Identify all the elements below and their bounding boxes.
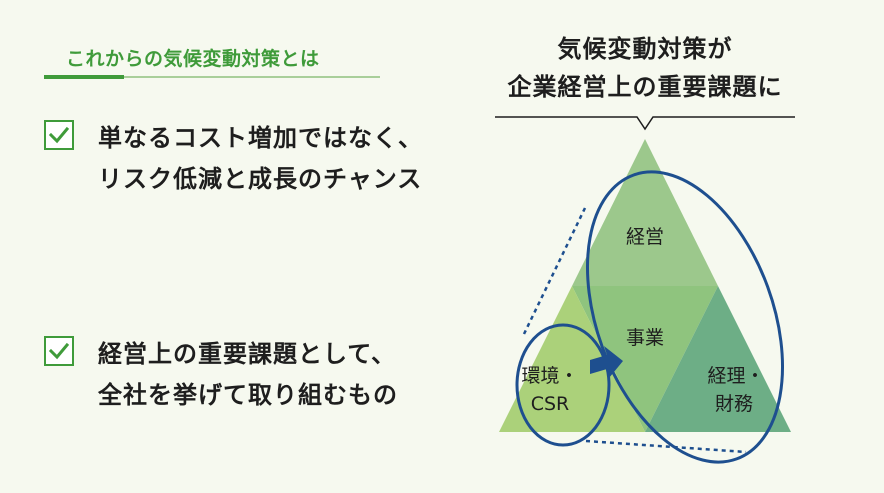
label-top: 経営 (626, 226, 664, 248)
ellipse-management (586, 170, 784, 464)
heading-underline (44, 76, 380, 78)
label-bottom-left-line1: 環境・ (521, 365, 578, 387)
label-bottom-left-line2: CSR (531, 393, 570, 415)
dashed-connector-lower (585, 439, 747, 454)
checkbox-icon (44, 120, 74, 150)
point-text: 経営上の重要課題として、 全社を挙げて取り組むもの (98, 340, 398, 409)
arrow-icon (590, 346, 623, 378)
triangle-middle (572, 286, 718, 432)
triangle-bottom-right (645, 286, 791, 432)
label-bottom-right-line2: 財務 (715, 393, 753, 415)
left-panel: これからの気候変動対策とは 単なるコスト増加ではなく、 リスク低減と成長のチャン… (0, 0, 440, 493)
point-text: 単なるコスト増加ではなく、 リスク低減と成長のチャンス (98, 124, 423, 193)
label-bottom-right-line1: 経理・ (707, 365, 764, 387)
checkbox-icon (44, 336, 74, 366)
label-middle: 事業 (626, 327, 664, 349)
heading-underline-accent (44, 75, 124, 79)
diagram-title: 気候変動対策が 企業経営上の重要課題に (507, 35, 783, 101)
pyramid-diagram: 経営 事業 環境・ CSR 経理・ 財務 (495, 116, 795, 464)
right-panel: 気候変動対策が 企業経営上の重要課題に 経営 事業 環境・ CSR 経理・ 財務 (440, 0, 884, 493)
callout-bracket (495, 116, 795, 131)
section-heading: これからの気候変動対策とは (66, 48, 320, 70)
ellipse-csr (515, 323, 611, 447)
triangle-top (572, 139, 718, 286)
